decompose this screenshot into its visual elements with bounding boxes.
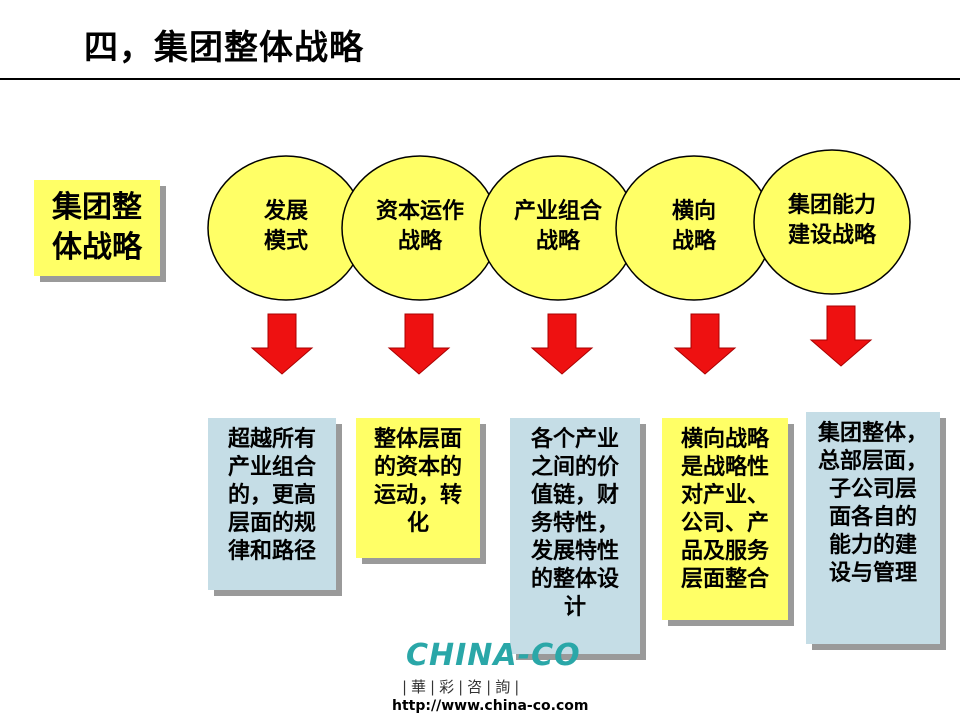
- description-text: 集团整体， 总部层面， 子公司层 面各自的 能力的建 设与管理: [817, 421, 928, 586]
- side-label: 集团整 体战略: [34, 180, 160, 276]
- title-divider: [0, 78, 960, 80]
- page-title: 四，集团整体战略: [84, 28, 364, 68]
- strategy-ellipse: [753, 149, 911, 295]
- down-arrow-icon: [809, 305, 873, 367]
- description-box: 集团整体， 总部层面， 子公司层 面各自的 能力的建 设与管理: [806, 412, 940, 644]
- down-arrow-icon: [673, 313, 737, 375]
- down-arrow-icon: [530, 313, 594, 375]
- strategy-ellipse: [341, 155, 499, 301]
- description-text: 横向战略 是战略性 对产业、 公司、产 品及服务 层面整合: [680, 427, 769, 592]
- logo: CHINA-CO: [406, 638, 581, 673]
- strategy-ellipse: [615, 155, 773, 301]
- strategy-ellipse-label: 产业组合战略: [514, 198, 603, 254]
- description-box: 超越所有 产业组合 的，更高 层面的规 律和路径: [208, 418, 336, 590]
- down-arrow-icon: [387, 313, 451, 375]
- strategy-ellipse-label: 横向战略: [672, 198, 717, 254]
- side-label-text: 集团整 体战略: [52, 190, 142, 265]
- strategy-ellipse-label: 发展模式: [263, 198, 308, 254]
- description-text: 整体层面 的资本的 运动，转 化: [373, 427, 462, 536]
- description-text: 各个产业 之间的价 值链，财 务特性， 发展特性 的整体设 计: [530, 427, 619, 620]
- description-box: 各个产业 之间的价 值链，财 务特性， 发展特性 的整体设 计: [510, 418, 640, 654]
- description-text: 超越所有 产业组合 的，更高 层面的规 律和路径: [227, 427, 316, 564]
- strategy-ellipse-label: 资本运作战略: [376, 199, 464, 254]
- strategy-ellipse: [479, 155, 637, 301]
- strategy-ellipse-label: 集团能力建设战略: [787, 192, 877, 248]
- strategy-ellipse: [207, 155, 365, 301]
- description-box: 横向战略 是战略性 对产业、 公司、产 品及服务 层面整合: [662, 418, 788, 620]
- description-box: 整体层面 的资本的 运动，转 化: [356, 418, 480, 558]
- down-arrow-icon: [250, 313, 314, 375]
- website-url: http://www.china-co.com: [392, 698, 589, 714]
- logo-subtitle: |華|彩|咨|詢|: [402, 678, 524, 696]
